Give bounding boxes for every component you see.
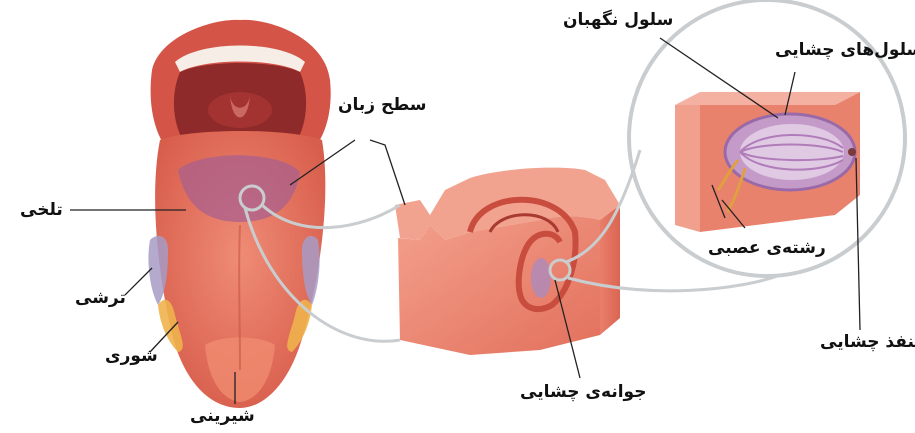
magnified-block-top bbox=[675, 92, 860, 105]
label-sour: ترشی bbox=[75, 288, 126, 308]
label-tongue-surface: سطح زبان bbox=[338, 95, 427, 115]
taste-bud-in-block bbox=[531, 258, 551, 298]
mouth-illustration bbox=[148, 20, 330, 408]
label-taste-bud: جوانه‌ی چشایی bbox=[520, 382, 646, 402]
label-bitter: تلخی bbox=[20, 200, 63, 220]
label-sweet: شیرینی bbox=[190, 406, 255, 426]
label-taste-cells: سلول‌های چشایی bbox=[775, 40, 915, 60]
tongue-groove bbox=[239, 225, 240, 370]
tissue-block bbox=[395, 168, 620, 355]
throat bbox=[208, 92, 272, 128]
label-taste-pore: منفذ چشایی bbox=[820, 332, 915, 352]
leader-sour bbox=[125, 268, 152, 295]
taste-pore-dot bbox=[848, 148, 856, 156]
label-nerve-fiber: رشته‌ی عصبی bbox=[708, 238, 826, 258]
magnified-block-front bbox=[675, 105, 700, 232]
label-guard-cell: سلول نگهبان bbox=[563, 10, 673, 30]
leader-surface-2 bbox=[370, 140, 405, 205]
label-salty: شوری bbox=[105, 346, 158, 366]
taste-bud-inner bbox=[740, 124, 844, 180]
